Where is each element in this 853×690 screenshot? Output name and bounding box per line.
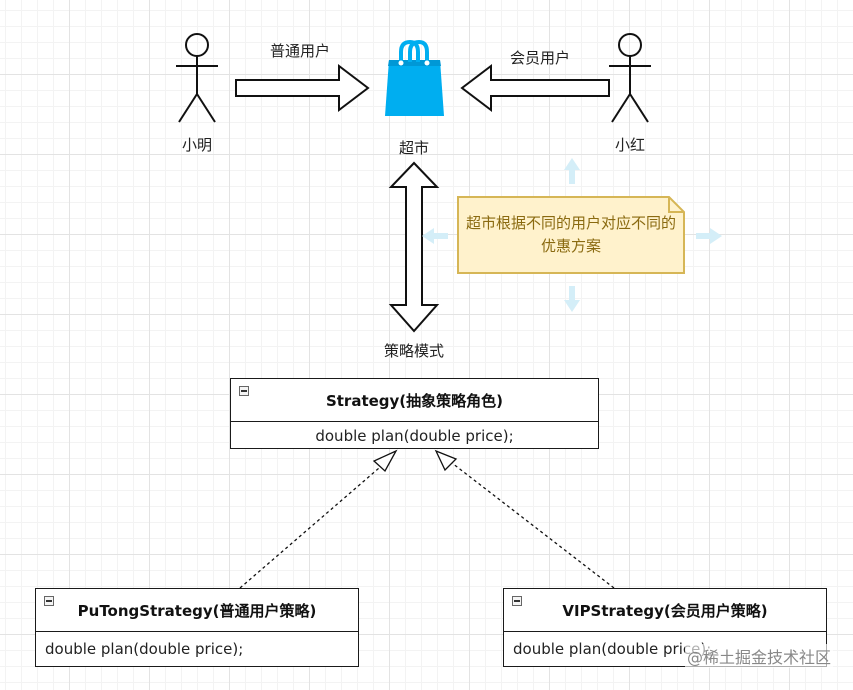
inherit-line-vip bbox=[451, 462, 615, 589]
arrow-left-block bbox=[460, 63, 610, 113]
hint-arrow-up-icon bbox=[564, 158, 580, 184]
arrow-right-label: 会员用户 bbox=[509, 49, 570, 67]
uml-class-putong-body: double plan(double price); bbox=[36, 632, 358, 666]
uml-class-strategy-header: Strategy(抽象策略角色) bbox=[231, 379, 598, 422]
actor-right-label: 小红 bbox=[614, 136, 645, 154]
inherit-line-putong bbox=[239, 461, 387, 589]
uml-class-putong-method: double plan(double price); bbox=[45, 640, 244, 658]
watermark: @稀土掘金技术社区 bbox=[684, 644, 833, 668]
hint-arrow-left-icon bbox=[422, 228, 448, 244]
uml-class-strategy-title: Strategy(抽象策略角色) bbox=[325, 391, 504, 410]
pattern-label: 策略模式 bbox=[383, 342, 444, 360]
uml-class-putong-title: PuTongStrategy(普通用户策略) bbox=[77, 601, 317, 620]
inherit-arrowhead-vip bbox=[434, 449, 458, 472]
shopping-bag-icon bbox=[385, 39, 444, 116]
center-label: 超市 bbox=[398, 139, 429, 157]
note-text: 超市根据不同的用户对应不同的优惠方案 bbox=[465, 214, 676, 255]
inherit-arrowhead-putong bbox=[372, 449, 398, 473]
uml-class-strategy-body: double plan(double price); bbox=[231, 422, 598, 450]
uml-class-putong-header: PuTongStrategy(普通用户策略) bbox=[36, 589, 358, 632]
uml-class-strategy-method: double plan(double price); bbox=[315, 427, 514, 445]
uml-class-vip-header: VIPStrategy(会员用户策略) bbox=[504, 589, 826, 632]
uml-class-putong[interactable]: PuTongStrategy(普通用户策略) double plan(doubl… bbox=[35, 588, 359, 667]
actor-left-label: 小明 bbox=[181, 136, 212, 154]
note-shape bbox=[457, 196, 685, 274]
hint-arrow-right-icon bbox=[696, 228, 722, 244]
uml-class-vip-body: double plan(double price); bbox=[504, 632, 826, 666]
actor-right-figure bbox=[609, 33, 651, 123]
uml-class-vip-method: double plan(double price); bbox=[513, 640, 712, 658]
uml-class-vip-title: VIPStrategy(会员用户策略) bbox=[562, 601, 768, 620]
actor-left-figure bbox=[176, 33, 218, 123]
uml-class-strategy[interactable]: Strategy(抽象策略角色) double plan(double pric… bbox=[230, 378, 599, 449]
hint-arrow-down-icon bbox=[564, 286, 580, 312]
arrow-vertical-double bbox=[388, 161, 440, 333]
collapse-toggle-icon[interactable] bbox=[44, 596, 54, 606]
arrow-right-block bbox=[235, 63, 370, 113]
arrow-left-label: 普通用户 bbox=[269, 42, 330, 60]
collapse-toggle-icon[interactable] bbox=[512, 596, 522, 606]
collapse-toggle-icon[interactable] bbox=[239, 386, 249, 396]
